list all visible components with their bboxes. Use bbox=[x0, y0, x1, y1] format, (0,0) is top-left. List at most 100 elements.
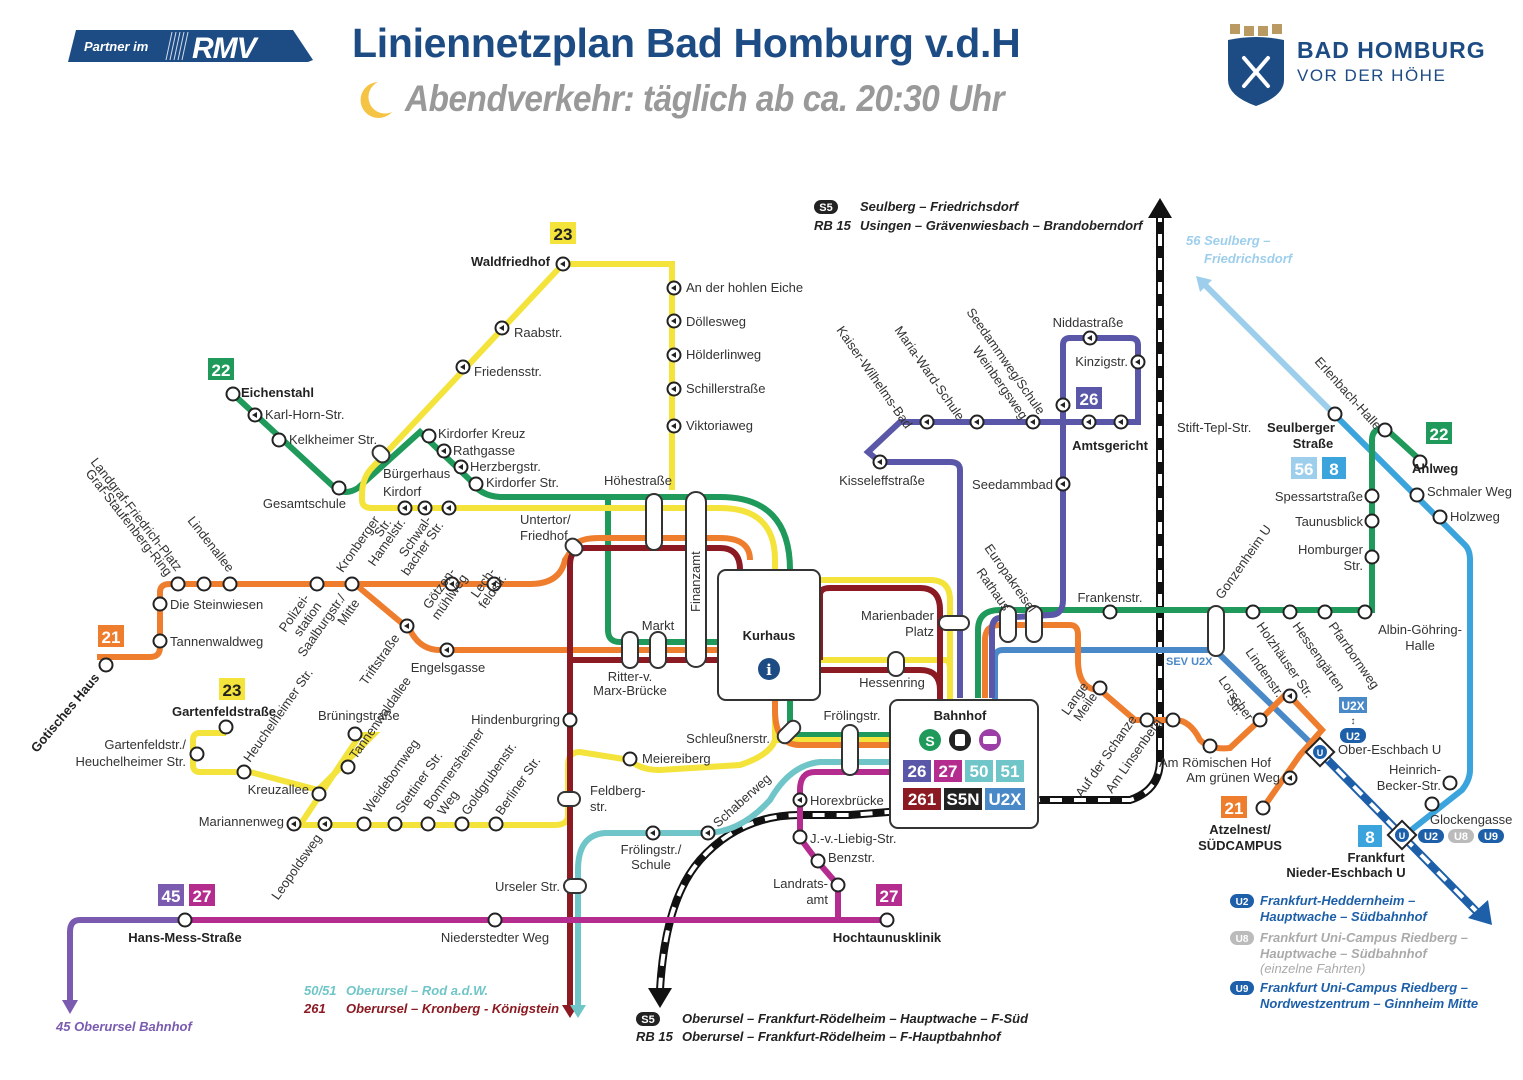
kurhaus-label: Kurhaus bbox=[743, 628, 796, 643]
svg-text:50/51: 50/51 bbox=[304, 983, 337, 998]
svg-text:Viktoriaweg: Viktoriaweg bbox=[686, 418, 753, 433]
svg-text:8: 8 bbox=[1329, 460, 1338, 479]
u-station-ober-eschbach[interactable]: U bbox=[1304, 736, 1336, 768]
svg-text:Friedhof: Friedhof bbox=[520, 528, 568, 543]
svg-text:Glockengasse: Glockengasse bbox=[1430, 812, 1512, 827]
svg-text:Mariannenweg: Mariannenweg bbox=[199, 814, 284, 829]
svg-text:Hessenring: Hessenring bbox=[859, 675, 925, 690]
svg-text:Hauptwache – Südbahnhof: Hauptwache – Südbahnhof bbox=[1260, 946, 1429, 961]
svg-text:Kelkheimer Str.: Kelkheimer Str. bbox=[289, 432, 377, 447]
svg-text:(einzelne Fahrten): (einzelne Fahrten) bbox=[1260, 961, 1366, 976]
svg-text:Oberursel – Frankfurt-Rödelhei: Oberursel – Frankfurt-Rödelheim – Hauptw… bbox=[682, 1011, 1029, 1026]
svg-text:Horexbrücke: Horexbrücke bbox=[810, 793, 884, 808]
svg-text:27: 27 bbox=[880, 887, 899, 906]
svg-text:S5: S5 bbox=[641, 1014, 654, 1026]
svg-text:S: S bbox=[925, 733, 934, 749]
svg-text:Bürgerhaus: Bürgerhaus bbox=[383, 466, 451, 481]
page-subtitle: Abendverkehr: täglich ab ca. 20:30 Uhr bbox=[405, 78, 1005, 119]
svg-text:Frankfurt Uni-Campus Riedberg: Frankfurt Uni-Campus Riedberg – bbox=[1260, 930, 1468, 945]
page-title: Liniennetzplan Bad Homburg v.d.H bbox=[352, 20, 1021, 66]
svg-text:Am grünen Weg: Am grünen Weg bbox=[1186, 770, 1280, 785]
bahnhof-hub[interactable]: Bahnhof S 26 27 50 51 261 S5N U2X bbox=[889, 699, 1039, 829]
svg-text:Hochtaunusklinik: Hochtaunusklinik bbox=[833, 930, 942, 945]
svg-text:26: 26 bbox=[908, 762, 927, 781]
svg-text:Hauptwache – Südbahnhof: Hauptwache – Südbahnhof bbox=[1260, 909, 1429, 924]
svg-text:Rathgasse: Rathgasse bbox=[453, 443, 515, 458]
svg-text:Schule: Schule bbox=[631, 857, 671, 872]
info-icon bbox=[758, 658, 780, 680]
u-station-nieder-eschbach[interactable]: U bbox=[1386, 819, 1418, 851]
svg-text:22: 22 bbox=[1430, 425, 1449, 444]
svg-text:Taunusblick: Taunusblick bbox=[1295, 514, 1363, 529]
svg-text:Niederstedter Weg: Niederstedter Weg bbox=[441, 930, 549, 945]
svg-text:Frankenstr.: Frankenstr. bbox=[1077, 590, 1142, 605]
svg-text:U2X: U2X bbox=[988, 790, 1022, 809]
s-bahn-line bbox=[648, 198, 1172, 1008]
svg-text:Tannenwaldweg: Tannenwaldweg bbox=[170, 634, 263, 649]
svg-text:Schillerstraße: Schillerstraße bbox=[686, 381, 765, 396]
svg-text:50: 50 bbox=[970, 762, 989, 781]
svg-text:Nordwestzentrum – Ginnheim Mit: Nordwestzentrum – Ginnheim Mitte bbox=[1260, 996, 1478, 1011]
svg-text:Usingen – Grävenwiesbach – Bra: Usingen – Grävenwiesbach – Brandoberndor… bbox=[860, 218, 1144, 233]
svg-text:Heuchelheimer Str.: Heuchelheimer Str. bbox=[75, 754, 186, 769]
svg-text:Raabstr.: Raabstr. bbox=[514, 325, 562, 340]
svg-text:amt: amt bbox=[806, 892, 828, 907]
svg-text:U9: U9 bbox=[1484, 831, 1498, 843]
svg-text:J.-v.-Liebig-Str.: J.-v.-Liebig-Str. bbox=[810, 831, 896, 846]
svg-text:261: 261 bbox=[303, 1001, 326, 1016]
svg-text:56 Seulberg –: 56 Seulberg – bbox=[1186, 233, 1271, 248]
svg-text:Schmaler Weg: Schmaler Weg bbox=[1427, 484, 1512, 499]
svg-text:Am Römischen Hof: Am Römischen Hof bbox=[1159, 755, 1271, 770]
svg-text:Oberursel – Frankfurt-Rödelhei: Oberursel – Frankfurt-Rödelheim – F-Haup… bbox=[682, 1029, 1002, 1044]
svg-text:Kreuzallee: Kreuzallee bbox=[248, 782, 309, 797]
svg-text:Markt: Markt bbox=[642, 618, 675, 633]
svg-text:Halle: Halle bbox=[1405, 638, 1435, 653]
finanzamt-stop[interactable]: Finanzamt bbox=[685, 491, 707, 668]
line-45 bbox=[67, 917, 185, 1005]
svg-text:Hindenburgring: Hindenburgring bbox=[471, 712, 560, 727]
svg-text:Gesamtschule: Gesamtschule bbox=[263, 496, 346, 511]
partner-label: Partner im bbox=[84, 39, 149, 54]
line-23 bbox=[190, 261, 953, 828]
kurhaus-hub[interactable]: Kurhaus i bbox=[717, 569, 821, 701]
svg-text:Marx-Brücke: Marx-Brücke bbox=[593, 683, 667, 698]
svg-text:Heinrich-: Heinrich- bbox=[1389, 762, 1441, 777]
svg-text:Hans-Mess-Straße: Hans-Mess-Straße bbox=[128, 930, 241, 945]
pill-stops bbox=[371, 444, 1225, 894]
svg-text:Hölderlinweg: Hölderlinweg bbox=[686, 347, 761, 362]
line-8 bbox=[1332, 412, 1473, 838]
svg-text:SEV U2X: SEV U2X bbox=[1166, 656, 1213, 668]
svg-text:Graf-Staufenberg-Ring: Graf-Staufenberg-Ring bbox=[83, 466, 176, 579]
svg-text:45 Oberursel Bahnhof: 45 Oberursel Bahnhof bbox=[55, 1019, 193, 1034]
svg-text:Stift-Tepl-Str.: Stift-Tepl-Str. bbox=[1177, 420, 1251, 435]
svg-text:Atzelnest/: Atzelnest/ bbox=[1209, 822, 1271, 837]
svg-text:Lindenallee: Lindenallee bbox=[185, 513, 238, 575]
svg-text:51: 51 bbox=[1001, 762, 1020, 781]
svg-text:Gartenfeldstraße: Gartenfeldstraße bbox=[172, 704, 276, 719]
svg-text:Leopoldsweg: Leopoldsweg bbox=[268, 831, 324, 902]
line-badges: 23 22 21 23 45 27 27 26 22 56 8 21 8 U2X… bbox=[98, 222, 1504, 906]
svg-text:Urseler Str.: Urseler Str. bbox=[495, 879, 560, 894]
svg-text:Die Steinwiesen: Die Steinwiesen bbox=[170, 597, 263, 612]
svg-text:Str.: Str. bbox=[1343, 558, 1363, 573]
svg-text:Oberursel – Rod a.d.W.: Oberursel – Rod a.d.W. bbox=[346, 983, 488, 998]
svg-text:↕: ↕ bbox=[1351, 716, 1356, 727]
svg-text:Friedrichsdorf: Friedrichsdorf bbox=[1204, 251, 1294, 266]
svg-text:S5N: S5N bbox=[946, 790, 979, 809]
svg-text:Marienbader: Marienbader bbox=[861, 608, 935, 623]
svg-text:Döllesweg: Döllesweg bbox=[686, 314, 746, 329]
line-22 bbox=[230, 391, 1423, 738]
svg-text:Untertor/: Untertor/ bbox=[520, 512, 571, 527]
svg-text:Albin-Göhring-: Albin-Göhring- bbox=[1378, 622, 1462, 637]
svg-text:Engelsgasse: Engelsgasse bbox=[411, 660, 485, 675]
svg-text:U: U bbox=[1317, 748, 1324, 758]
svg-text:Feldberg-: Feldberg- bbox=[590, 783, 646, 798]
svg-text:21: 21 bbox=[102, 628, 121, 647]
svg-text:26: 26 bbox=[1080, 390, 1099, 409]
svg-text:Niddastraße: Niddastraße bbox=[1053, 315, 1124, 330]
svg-text:U2: U2 bbox=[1424, 831, 1438, 843]
rmv-brand: RMV bbox=[192, 32, 260, 62]
svg-text:U2X: U2X bbox=[1341, 699, 1364, 713]
bahnhof-line-badges: 26 27 50 51 261 S5N U2X bbox=[903, 760, 1025, 810]
